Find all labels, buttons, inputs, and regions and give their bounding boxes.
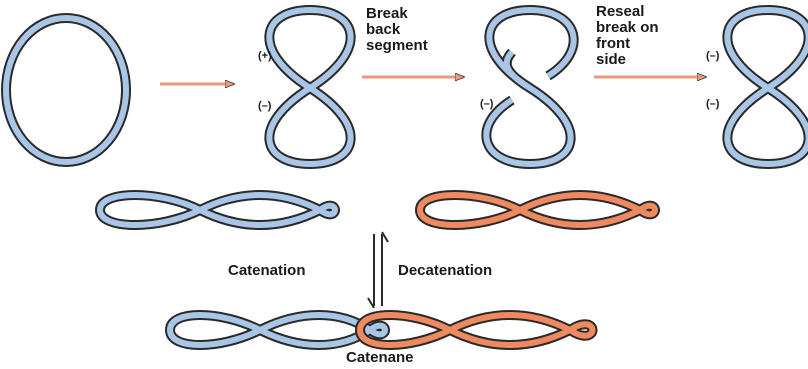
step-reseal-line-4: side <box>596 52 659 68</box>
sign-negative-4: (–) <box>706 98 719 110</box>
orange-twisted-loop <box>420 195 655 225</box>
step-reseal-label: Reseal break on front side <box>596 4 659 68</box>
blue-twisted-loop <box>100 195 335 225</box>
supercoil-figure-eight-3 <box>727 10 808 164</box>
step-break-line-1: Break <box>366 6 428 22</box>
sign-negative-1: (–) <box>258 100 271 112</box>
sign-negative-2: (–) <box>480 98 493 110</box>
step-reseal-line-3: front <box>596 36 659 52</box>
step-reseal-line-1: Reseal <box>596 4 659 20</box>
decatenation-label: Decatenation <box>398 262 492 279</box>
equilibrium-arrows <box>368 232 388 308</box>
supercoil-figure-eight-1 <box>269 10 350 164</box>
step-break-line-2: back <box>366 22 428 38</box>
step-break-label: Break back segment <box>366 6 428 54</box>
relaxed-circle <box>6 18 126 162</box>
sign-positive-1: (+) <box>258 50 272 62</box>
supercoil-figure-eight-broken <box>486 10 573 164</box>
sign-negative-3: (–) <box>706 50 719 62</box>
catenation-label: Catenation <box>228 262 306 279</box>
step-break-line-3: segment <box>366 38 428 54</box>
catenane-label: Catenane <box>346 349 414 366</box>
step-reseal-line-2: break on <box>596 20 659 36</box>
catenane-structure <box>170 315 593 345</box>
